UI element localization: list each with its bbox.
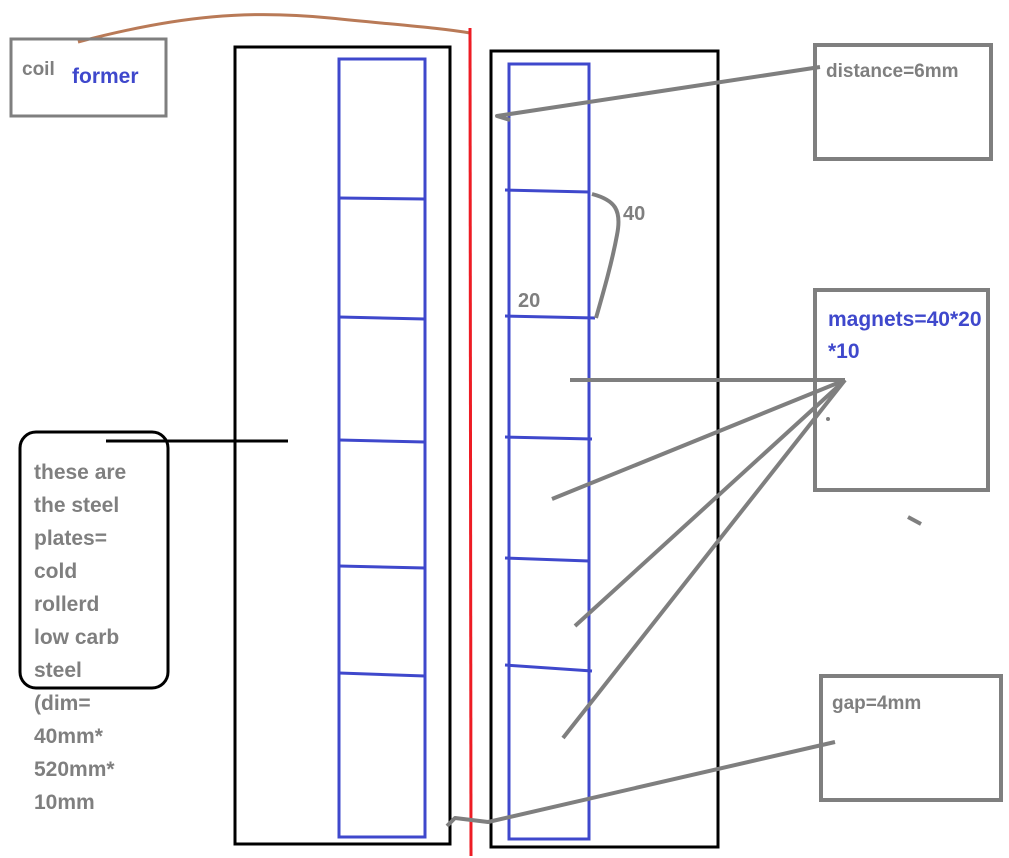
left-magnet-divider bbox=[338, 564, 426, 570]
magnets-label-line1: magnets=40*20 bbox=[828, 308, 982, 331]
steel-plates-note: these are the steel plates= cold rollerd… bbox=[34, 456, 174, 819]
steel-note-box bbox=[18, 430, 170, 690]
left-magnet-divider bbox=[338, 196, 426, 201]
magnets-pointer bbox=[573, 378, 847, 628]
left-magnet-divider bbox=[338, 315, 426, 321]
note-line: 40mm* bbox=[34, 725, 103, 748]
right-magnet-divider bbox=[504, 314, 596, 320]
distance-pointer bbox=[495, 65, 821, 122]
right-magnet-divider bbox=[504, 556, 590, 563]
note-line: low carb bbox=[34, 626, 120, 649]
distance-label-box bbox=[813, 43, 993, 161]
left-steel-plate bbox=[233, 45, 452, 846]
left-magnet-divider bbox=[338, 671, 426, 678]
dimension-40-label: 40 bbox=[623, 203, 646, 225]
note-line: plates= bbox=[34, 527, 107, 550]
magnets-pointer bbox=[561, 378, 847, 740]
left-magnet-divider bbox=[338, 438, 426, 444]
note-line: the steel bbox=[34, 494, 120, 517]
note-line: (dim= bbox=[34, 692, 91, 715]
magnets-dot bbox=[826, 417, 830, 421]
dimension-40-bracket bbox=[591, 192, 621, 319]
distance-label: distance=6mm bbox=[826, 61, 959, 82]
note-line: 520mm* bbox=[34, 758, 115, 781]
magnets-pointer bbox=[551, 378, 846, 501]
note-line: 10mm bbox=[34, 791, 95, 814]
right-magnet-divider bbox=[504, 663, 593, 673]
gap-label: gap=4mm bbox=[832, 693, 922, 714]
left-magnet-column bbox=[337, 57, 427, 839]
gap-pointer bbox=[445, 740, 836, 828]
right-steel-plate bbox=[489, 49, 720, 849]
dimension-20-label: 20 bbox=[518, 290, 541, 312]
mark bbox=[907, 515, 922, 526]
right-magnet-column bbox=[507, 62, 591, 841]
gap-label-box bbox=[819, 674, 1003, 802]
magnets-label-line2: *10 bbox=[828, 340, 860, 363]
note-line: these are bbox=[34, 461, 127, 484]
coil-label-box bbox=[9, 37, 168, 118]
right-magnet-divider bbox=[504, 188, 590, 194]
note-line: steel bbox=[34, 659, 82, 682]
right-magnet-divider bbox=[504, 435, 593, 441]
coil-wire bbox=[77, 13, 471, 44]
coil-line bbox=[468, 27, 473, 857]
note-line: rollerd bbox=[34, 593, 100, 616]
coil-label: coil bbox=[22, 59, 55, 80]
former-label: former bbox=[72, 65, 139, 88]
note-line: cold bbox=[34, 560, 78, 583]
magnets-label-box bbox=[813, 288, 990, 492]
